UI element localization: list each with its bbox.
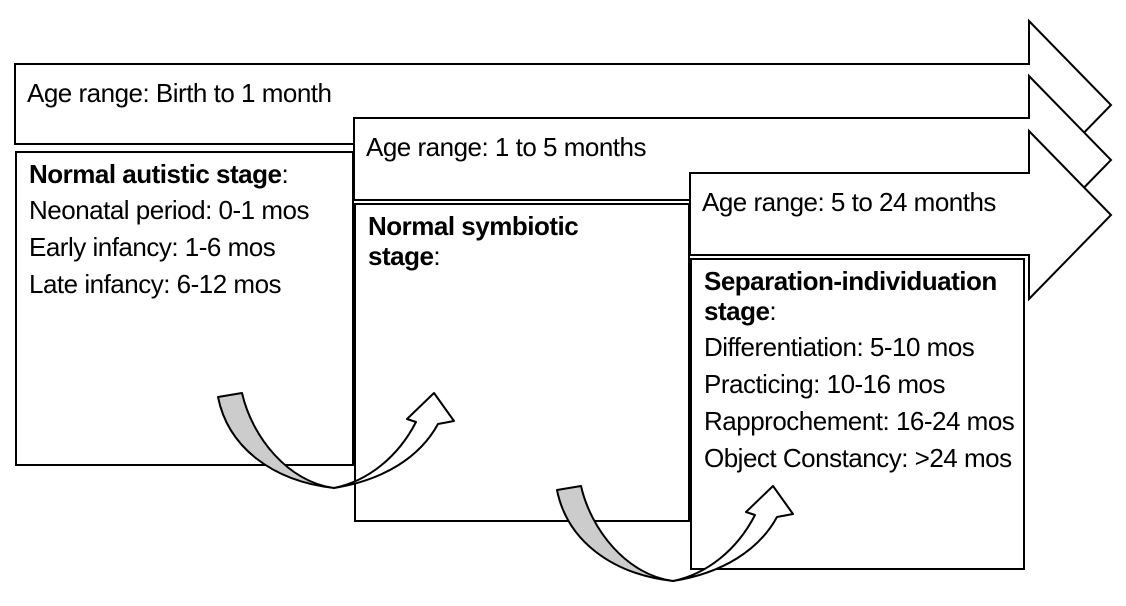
stage3-age-range-label: Age range: 5 to 24 months [702,187,996,217]
stage-item: Differentiation: 5-10 mos [704,332,975,362]
curved-up-arrow-icon-stage1-to-stage2 [217,392,455,489]
stage-item: Rapprochement: 16-24 mos [704,406,1015,436]
separation-individuation-stage-items: Differentiation: 5-10 mos Practicing: 10… [704,329,1015,477]
normal-autistic-stage-items: Neonatal period: 0-1 mos Early infancy: … [29,192,340,303]
stage-item: Neonatal period: 0-1 mos [29,195,309,225]
normal-autistic-stage-title: Normal autistic stage: [29,159,289,189]
stage-item: Object Constancy: >24 mos [704,443,1012,473]
stage1-age-range-label: Age range: Birth to 1 month [27,78,332,108]
stage-item: Practicing: 10-16 mos [704,369,945,399]
normal-autistic-stage-box: Normal autistic stage: Neonatal period: … [15,151,354,466]
curved-up-arrow-icon-stage2-to-stage3 [556,485,794,582]
stage-item: Late infancy: 6-12 mos [29,269,282,299]
stage-item: Early infancy: 1-6 mos [29,232,276,262]
stage3-age-bar-arrow [689,128,1113,302]
stage2-age-range-label: Age range: 1 to 5 months [366,132,646,162]
